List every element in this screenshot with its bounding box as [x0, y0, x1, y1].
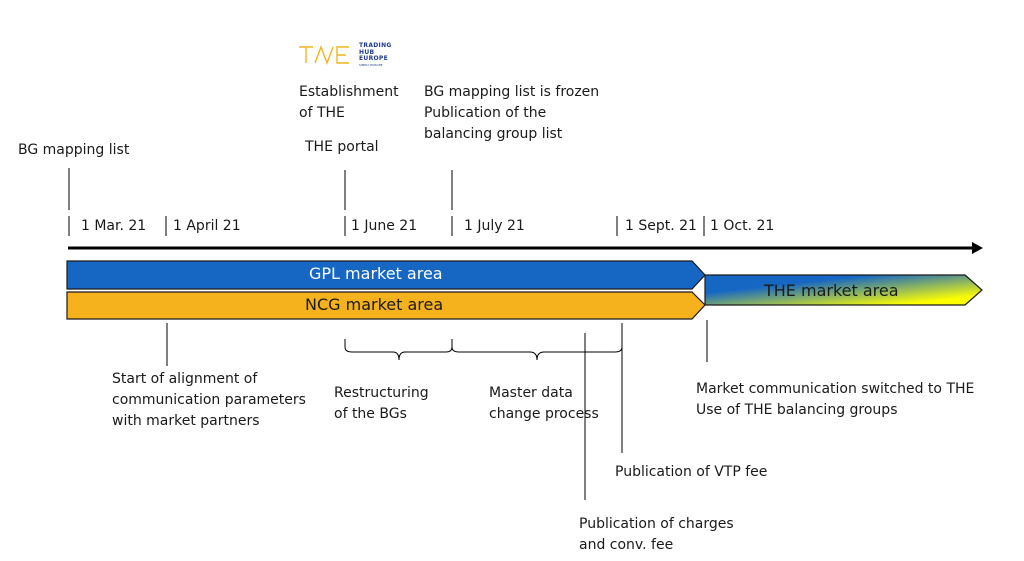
event-establishment-of-the: Establishment of THE	[299, 84, 399, 121]
event-bg-mapping-list: BG mapping list	[18, 142, 130, 158]
the-logo-tagline: SIMPLY EUROPE	[359, 63, 383, 67]
ncg-bar-label: NCG market area	[305, 295, 444, 314]
ncg-market-area-bar	[66, 291, 706, 320]
the-market-area-bar	[704, 274, 983, 306]
event-the-portal: THE portal	[305, 139, 379, 155]
the-logo-mark	[299, 45, 349, 65]
upper-connectors	[68, 168, 453, 210]
event-master-data: Master data change process	[489, 385, 599, 422]
date-label-june: 1 June 21	[351, 218, 418, 234]
date-label-sept: 1 Sept. 21	[625, 218, 697, 234]
brace-restructuring	[344, 339, 453, 361]
date-label-mar: 1 Mar. 21	[81, 218, 147, 234]
gpl-bar-label: GPL market area	[309, 264, 443, 283]
event-alignment: Start of alignment of communication para…	[112, 371, 306, 429]
date-label-oct: 1 Oct. 21	[710, 218, 775, 234]
event-charges: Publication of charges and conv. fee	[579, 516, 734, 553]
date-ticks	[68, 216, 705, 236]
event-vtp-fee: Publication of VTP fee	[615, 464, 768, 480]
gpl-market-area-bar	[66, 260, 706, 290]
the-logo-text: TRADING HUB EUROPE	[359, 42, 392, 62]
event-bg-list-frozen: BG mapping list is frozen Publication of…	[424, 84, 600, 142]
the-bar-label: THE market area	[764, 281, 899, 300]
time-axis-arrowhead	[972, 242, 983, 254]
date-label-april: 1 April 21	[173, 218, 241, 234]
date-label-july: 1 July 21	[464, 218, 525, 234]
event-restructuring: Restructuring of the BGs	[334, 385, 429, 422]
brace-master-data	[451, 339, 623, 361]
event-market-communication: Market communication switched to THE Use…	[696, 381, 975, 418]
